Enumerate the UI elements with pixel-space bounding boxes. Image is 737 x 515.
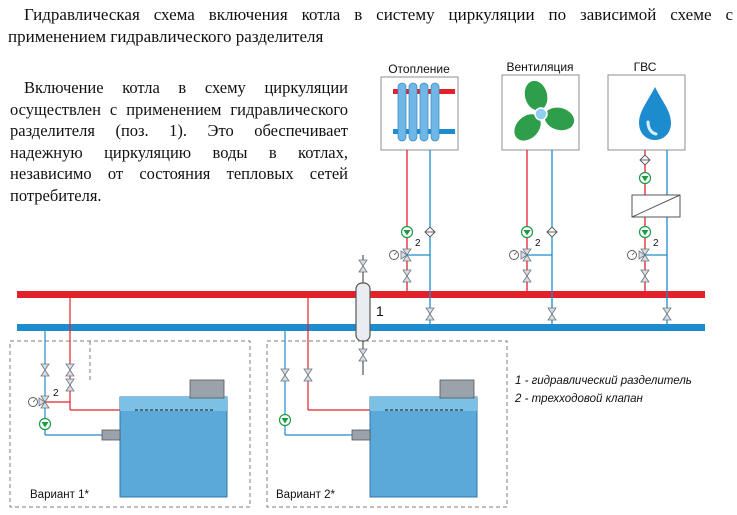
legend-item-2: 2 - трехходовой клапан	[514, 393, 644, 405]
valve-number: 2	[653, 238, 659, 249]
hydraulic-separator: 1	[355, 255, 384, 375]
dhw-consumer: ГВС	[607, 60, 686, 151]
dhw-branch: 2	[627, 150, 681, 324]
heating-branch: 2	[389, 150, 436, 324]
intro-paragraph: Включение котла в схему циркуляции осуще…	[10, 78, 348, 205]
valve-number: 2	[415, 238, 421, 249]
boiler-variant1	[101, 379, 228, 498]
variant1-frame	[9, 340, 251, 508]
ventilation-branch: 2	[509, 150, 558, 324]
valve-number: 2	[53, 388, 59, 399]
valve-number: 2	[535, 238, 541, 249]
separator-number: 1	[376, 303, 384, 319]
boiler-variant2	[351, 379, 478, 498]
ventilation-label: Вентиляция	[506, 60, 573, 74]
variant1-piping: 2	[28, 298, 120, 436]
variant2-frame	[266, 340, 508, 508]
heating-consumer: Отопление	[380, 62, 459, 151]
variant1-label: Вариант 1*	[30, 489, 89, 501]
radiator-icon	[393, 82, 455, 142]
heating-label: Отопление	[388, 62, 450, 76]
burner-icon	[439, 379, 475, 399]
water-drop-icon	[639, 87, 671, 140]
page-title: Гидравлическая схема включения котла в с…	[8, 5, 733, 46]
legend-item-1: 1 - гидравлический разделитель	[515, 375, 692, 387]
fan-icon	[514, 80, 575, 141]
ventilation-consumer: Вентиляция	[501, 60, 580, 151]
burner-icon	[189, 379, 225, 399]
dhw-label: ГВС	[634, 60, 657, 74]
variant2-label: Вариант 2*	[276, 489, 335, 501]
